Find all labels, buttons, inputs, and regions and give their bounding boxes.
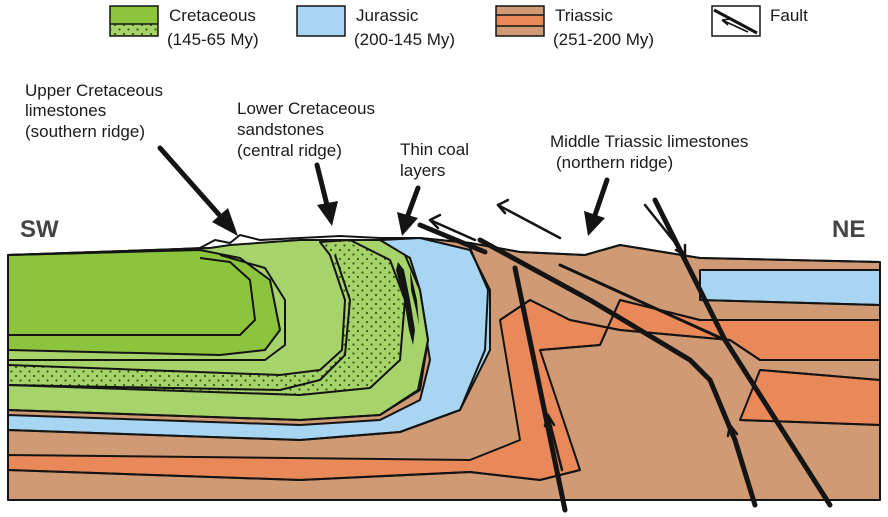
label-lower-cretaceous-2: sandstones xyxy=(237,120,324,139)
annotation-labels: Upper Cretaceous limestones (southern ri… xyxy=(20,81,865,243)
label-lower-cretaceous-3: (central ridge) xyxy=(237,141,342,160)
legend-jurassic-range: (200-145 My) xyxy=(354,30,455,49)
legend-fault-name: Fault xyxy=(770,6,808,25)
label-middle-triassic-1: Middle Triassic limestones xyxy=(550,132,748,151)
pointer-coal xyxy=(397,188,418,236)
cretaceous-upper-core xyxy=(8,250,280,355)
label-lower-cretaceous-1: Lower Cretaceous xyxy=(237,99,375,118)
cross-section-body xyxy=(8,235,880,500)
legend-cretaceous-range: (145-65 My) xyxy=(167,30,259,49)
label-upper-cretaceous-3: (southern ridge) xyxy=(25,122,145,141)
legend: Cretaceous (145-65 My) Jurassic (200-145… xyxy=(110,6,808,49)
fault-arrow-2 xyxy=(498,200,560,238)
legend-item-fault: Fault xyxy=(712,6,808,36)
label-pointers xyxy=(160,148,607,236)
label-coal-1: Thin coal xyxy=(400,140,469,159)
legend-triassic-range: (251-200 My) xyxy=(553,30,654,49)
legend-jurassic-name: Jurassic xyxy=(356,6,419,25)
label-upper-cretaceous-1: Upper Cretaceous xyxy=(25,81,163,100)
legend-item-triassic: Triassic (251-200 My) xyxy=(496,6,654,49)
legend-triassic-name: Triassic xyxy=(555,6,613,25)
pointer-middle-triassic xyxy=(584,180,607,236)
label-upper-cretaceous-2: limestones xyxy=(25,101,106,120)
legend-item-jurassic: Jurassic (200-145 My) xyxy=(297,6,455,49)
legend-item-cretaceous: Cretaceous (145-65 My) xyxy=(110,6,259,49)
cretaceous-swatch-dots xyxy=(111,24,157,35)
label-coal-2: layers xyxy=(400,161,445,180)
pointer-upper-cretaceous xyxy=(160,148,238,236)
pointer-lower-cretaceous xyxy=(317,165,338,226)
direction-ne: NE xyxy=(832,216,865,243)
label-middle-triassic-2: (northern ridge) xyxy=(556,153,673,172)
legend-cretaceous-name: Cretaceous xyxy=(169,6,256,25)
fault-arrow-3 xyxy=(645,205,685,255)
direction-sw: SW xyxy=(20,216,59,243)
jurassic-swatch xyxy=(297,6,345,36)
